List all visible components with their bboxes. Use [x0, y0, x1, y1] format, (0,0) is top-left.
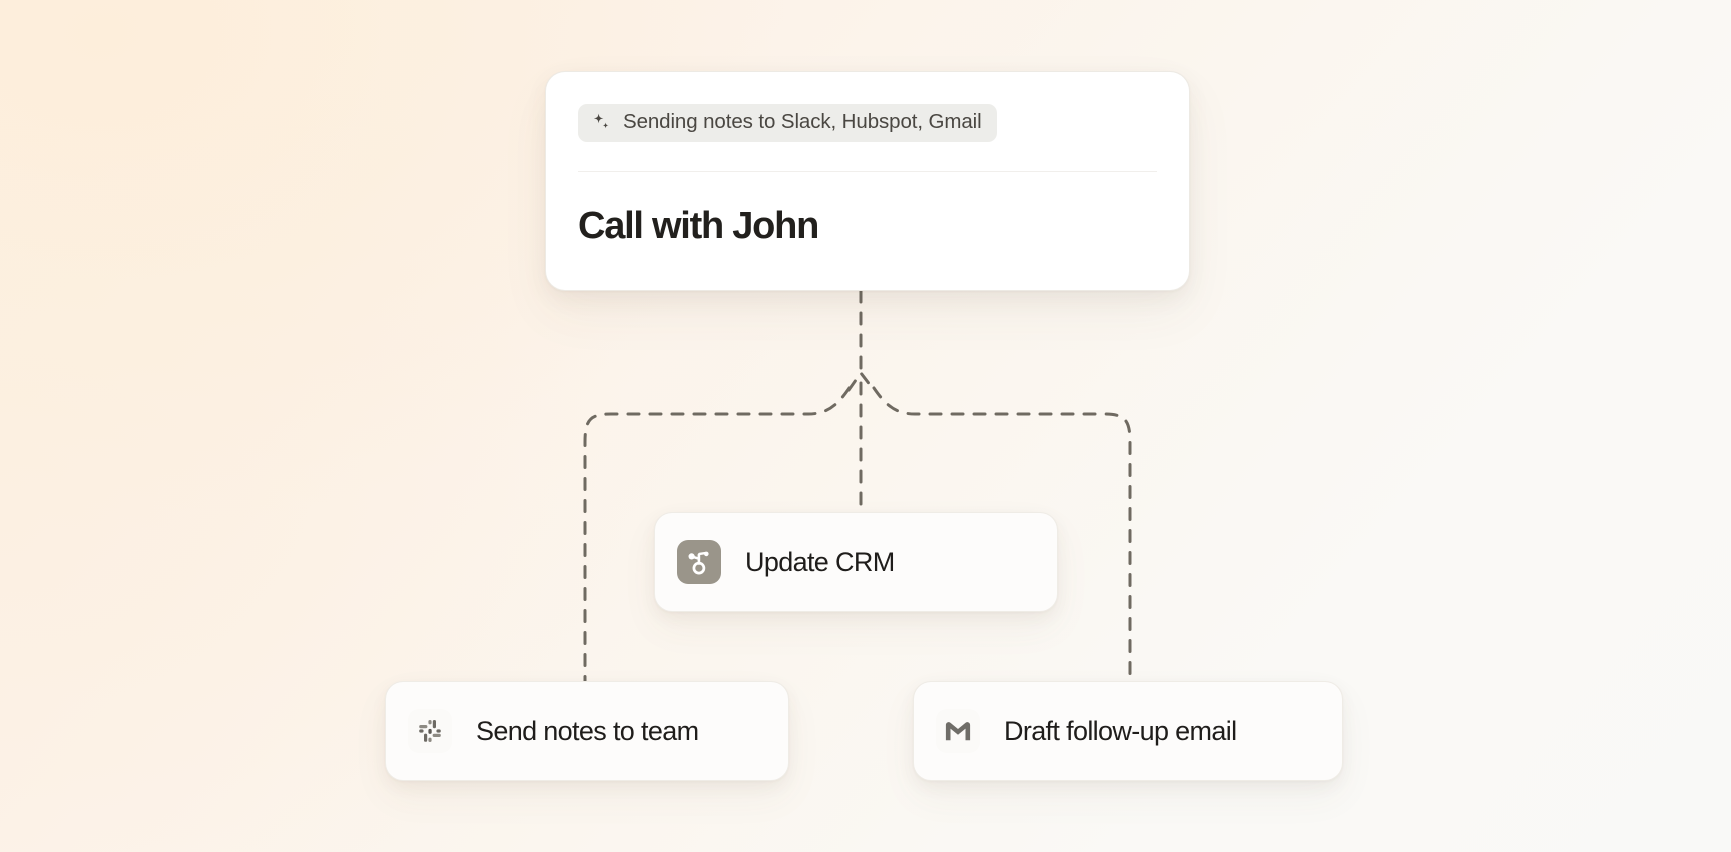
hubspot-icon — [677, 540, 721, 584]
card-divider — [578, 171, 1157, 172]
node-label-send-notes: Send notes to team — [476, 715, 699, 746]
meeting-title: Call with John — [578, 205, 819, 247]
slack-icon — [408, 709, 452, 753]
node-label-draft-email: Draft follow-up email — [1004, 715, 1237, 746]
node-label-update-crm: Update CRM — [745, 546, 895, 577]
sparkle-icon — [591, 112, 612, 133]
node-card-send-notes[interactable]: Send notes to team — [385, 681, 789, 781]
status-badge[interactable]: Sending notes to Slack, Hubspot, Gmail — [578, 104, 997, 142]
gmail-icon — [936, 709, 980, 753]
status-badge-text: Sending notes to Slack, Hubspot, Gmail — [623, 110, 982, 134]
meeting-card[interactable]: Sending notes to Slack, Hubspot, Gmail C… — [545, 71, 1190, 291]
node-card-update-crm[interactable]: Update CRM — [654, 512, 1058, 612]
junction-arrowhead — [847, 371, 876, 392]
node-card-draft-email[interactable]: Draft follow-up email — [913, 681, 1343, 781]
